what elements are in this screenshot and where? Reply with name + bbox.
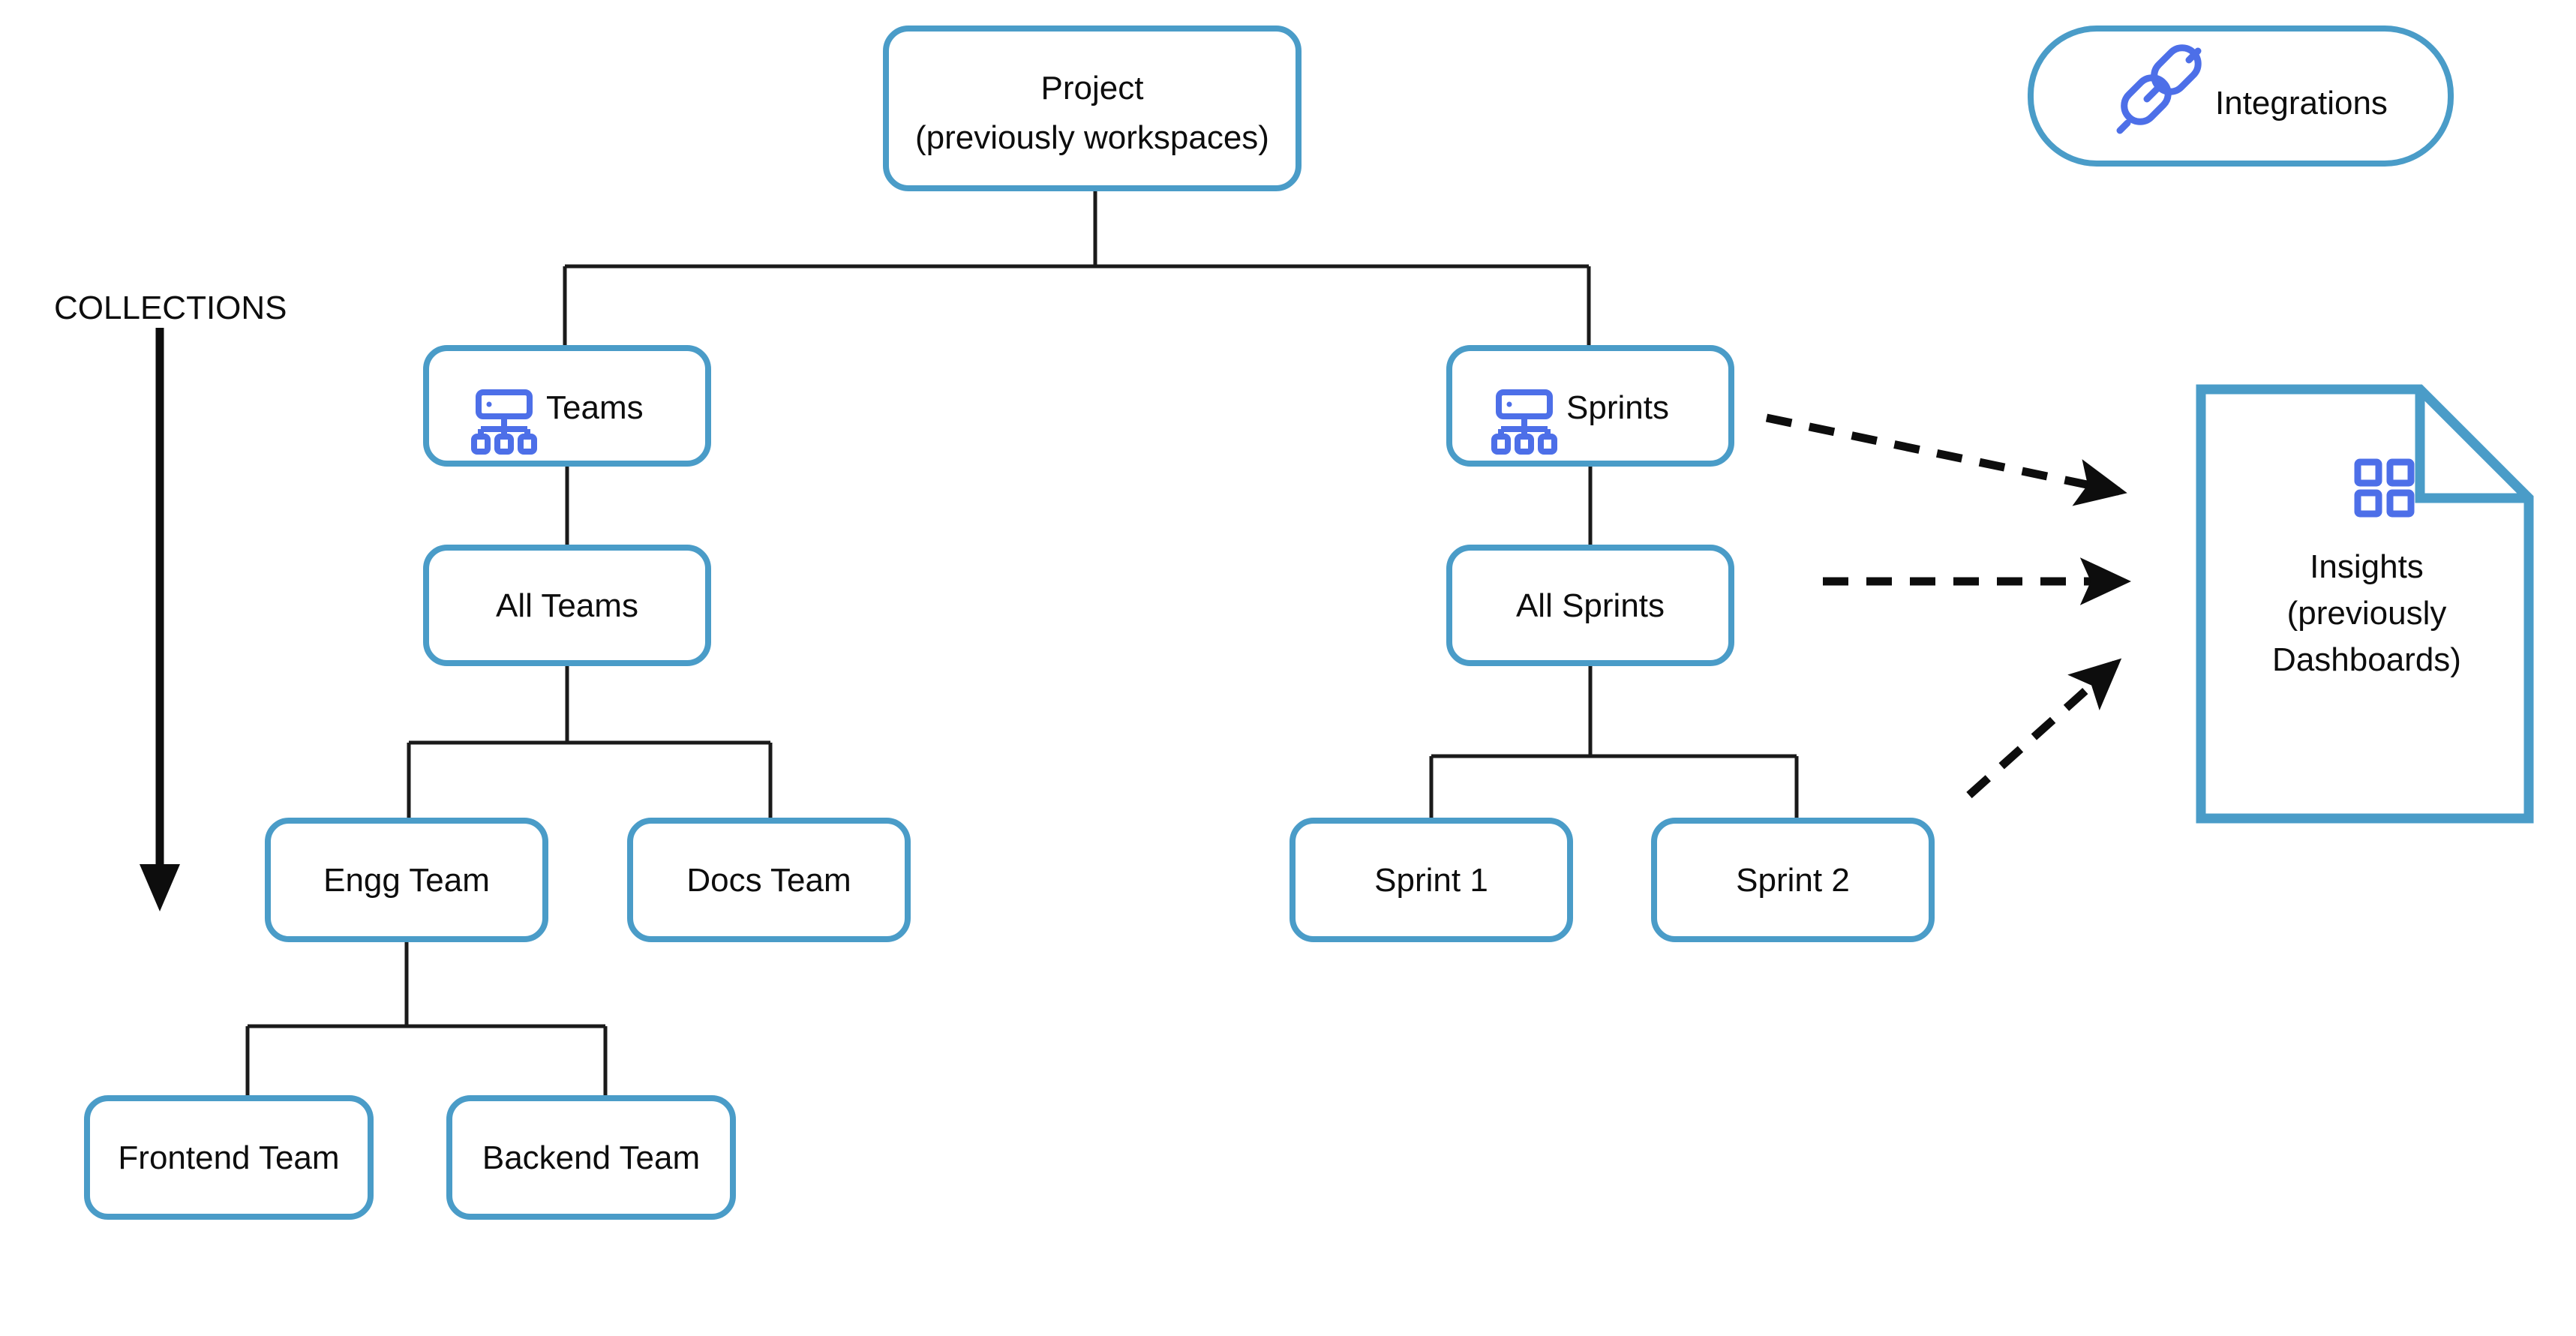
node-frontend-team[interactable]: Frontend Team [84, 1095, 374, 1220]
node-sprint-1[interactable]: Sprint 1 [1290, 818, 1573, 942]
node-insights-label-line3: Dashboards) [2272, 641, 2461, 678]
node-insights-label-line2: (previously [2287, 595, 2447, 632]
node-project-label-line2: (previously workspaces) [915, 119, 1269, 156]
node-sprint-2-label: Sprint 2 [1736, 862, 1850, 899]
node-all-sprints-box[interactable] [1446, 545, 1734, 666]
node-backend-team-box[interactable] [446, 1095, 736, 1220]
node-integrations[interactable]: Integrations [2028, 26, 2454, 167]
node-frontend-team-label: Frontend Team [118, 1139, 339, 1176]
flow-arrow-sprints-to-insights [1765, 413, 2127, 506]
node-engg-team-box[interactable] [265, 818, 548, 942]
node-docs-team-label: Docs Team [686, 862, 851, 899]
link-plug-icon [2116, 44, 2202, 134]
collections-label: COLLECTIONS [54, 290, 287, 326]
node-insights-label-line1: Insights [2310, 548, 2424, 585]
node-sprints[interactable]: Sprints [1446, 345, 1734, 467]
dashboard-grid-icon [2354, 458, 2415, 518]
node-backend-team-label: Backend Team [482, 1139, 700, 1176]
node-backend-team[interactable]: Backend Team [446, 1095, 736, 1220]
node-sprint-1-label: Sprint 1 [1374, 862, 1488, 899]
down-arrow-icon-head [140, 864, 180, 911]
node-all-sprints[interactable]: All Sprints [1446, 545, 1734, 666]
flow-arrow-sprintchildren-to-insights [1966, 658, 2122, 799]
node-project-label-line1: Project [1041, 70, 1144, 107]
node-project-box[interactable] [883, 26, 1302, 191]
node-sprints-label: Sprints [1566, 389, 1669, 426]
node-all-teams-box[interactable] [423, 545, 711, 666]
node-teams-box[interactable] [423, 345, 711, 467]
node-sprint-2-box[interactable] [1651, 818, 1935, 942]
node-engg-team-label: Engg Team [323, 862, 490, 899]
node-all-sprints-label: All Sprints [1516, 587, 1665, 624]
node-teams-label: Teams [546, 389, 644, 426]
node-docs-team-box[interactable] [627, 818, 911, 942]
node-docs-team[interactable]: Docs Team [627, 818, 911, 942]
node-project[interactable]: Project (previously workspaces) [883, 26, 1302, 191]
node-insights-fold-icon [2415, 389, 2529, 503]
node-integrations-label: Integrations [2215, 85, 2388, 122]
org-chart-icon [471, 389, 537, 455]
node-sprint-2[interactable]: Sprint 2 [1651, 818, 1935, 942]
node-sprint-1-box[interactable] [1290, 818, 1573, 942]
org-chart-icon [1491, 389, 1557, 455]
node-all-teams[interactable]: All Teams [423, 545, 711, 666]
node-frontend-team-box[interactable] [84, 1095, 374, 1220]
node-teams[interactable]: Teams [423, 345, 711, 467]
node-integrations-box[interactable] [2028, 26, 2454, 167]
node-all-teams-label: All Teams [496, 587, 638, 624]
node-insights[interactable]: Insights (previously Dashboards) [2196, 384, 2534, 824]
node-engg-team[interactable]: Engg Team [265, 818, 548, 942]
